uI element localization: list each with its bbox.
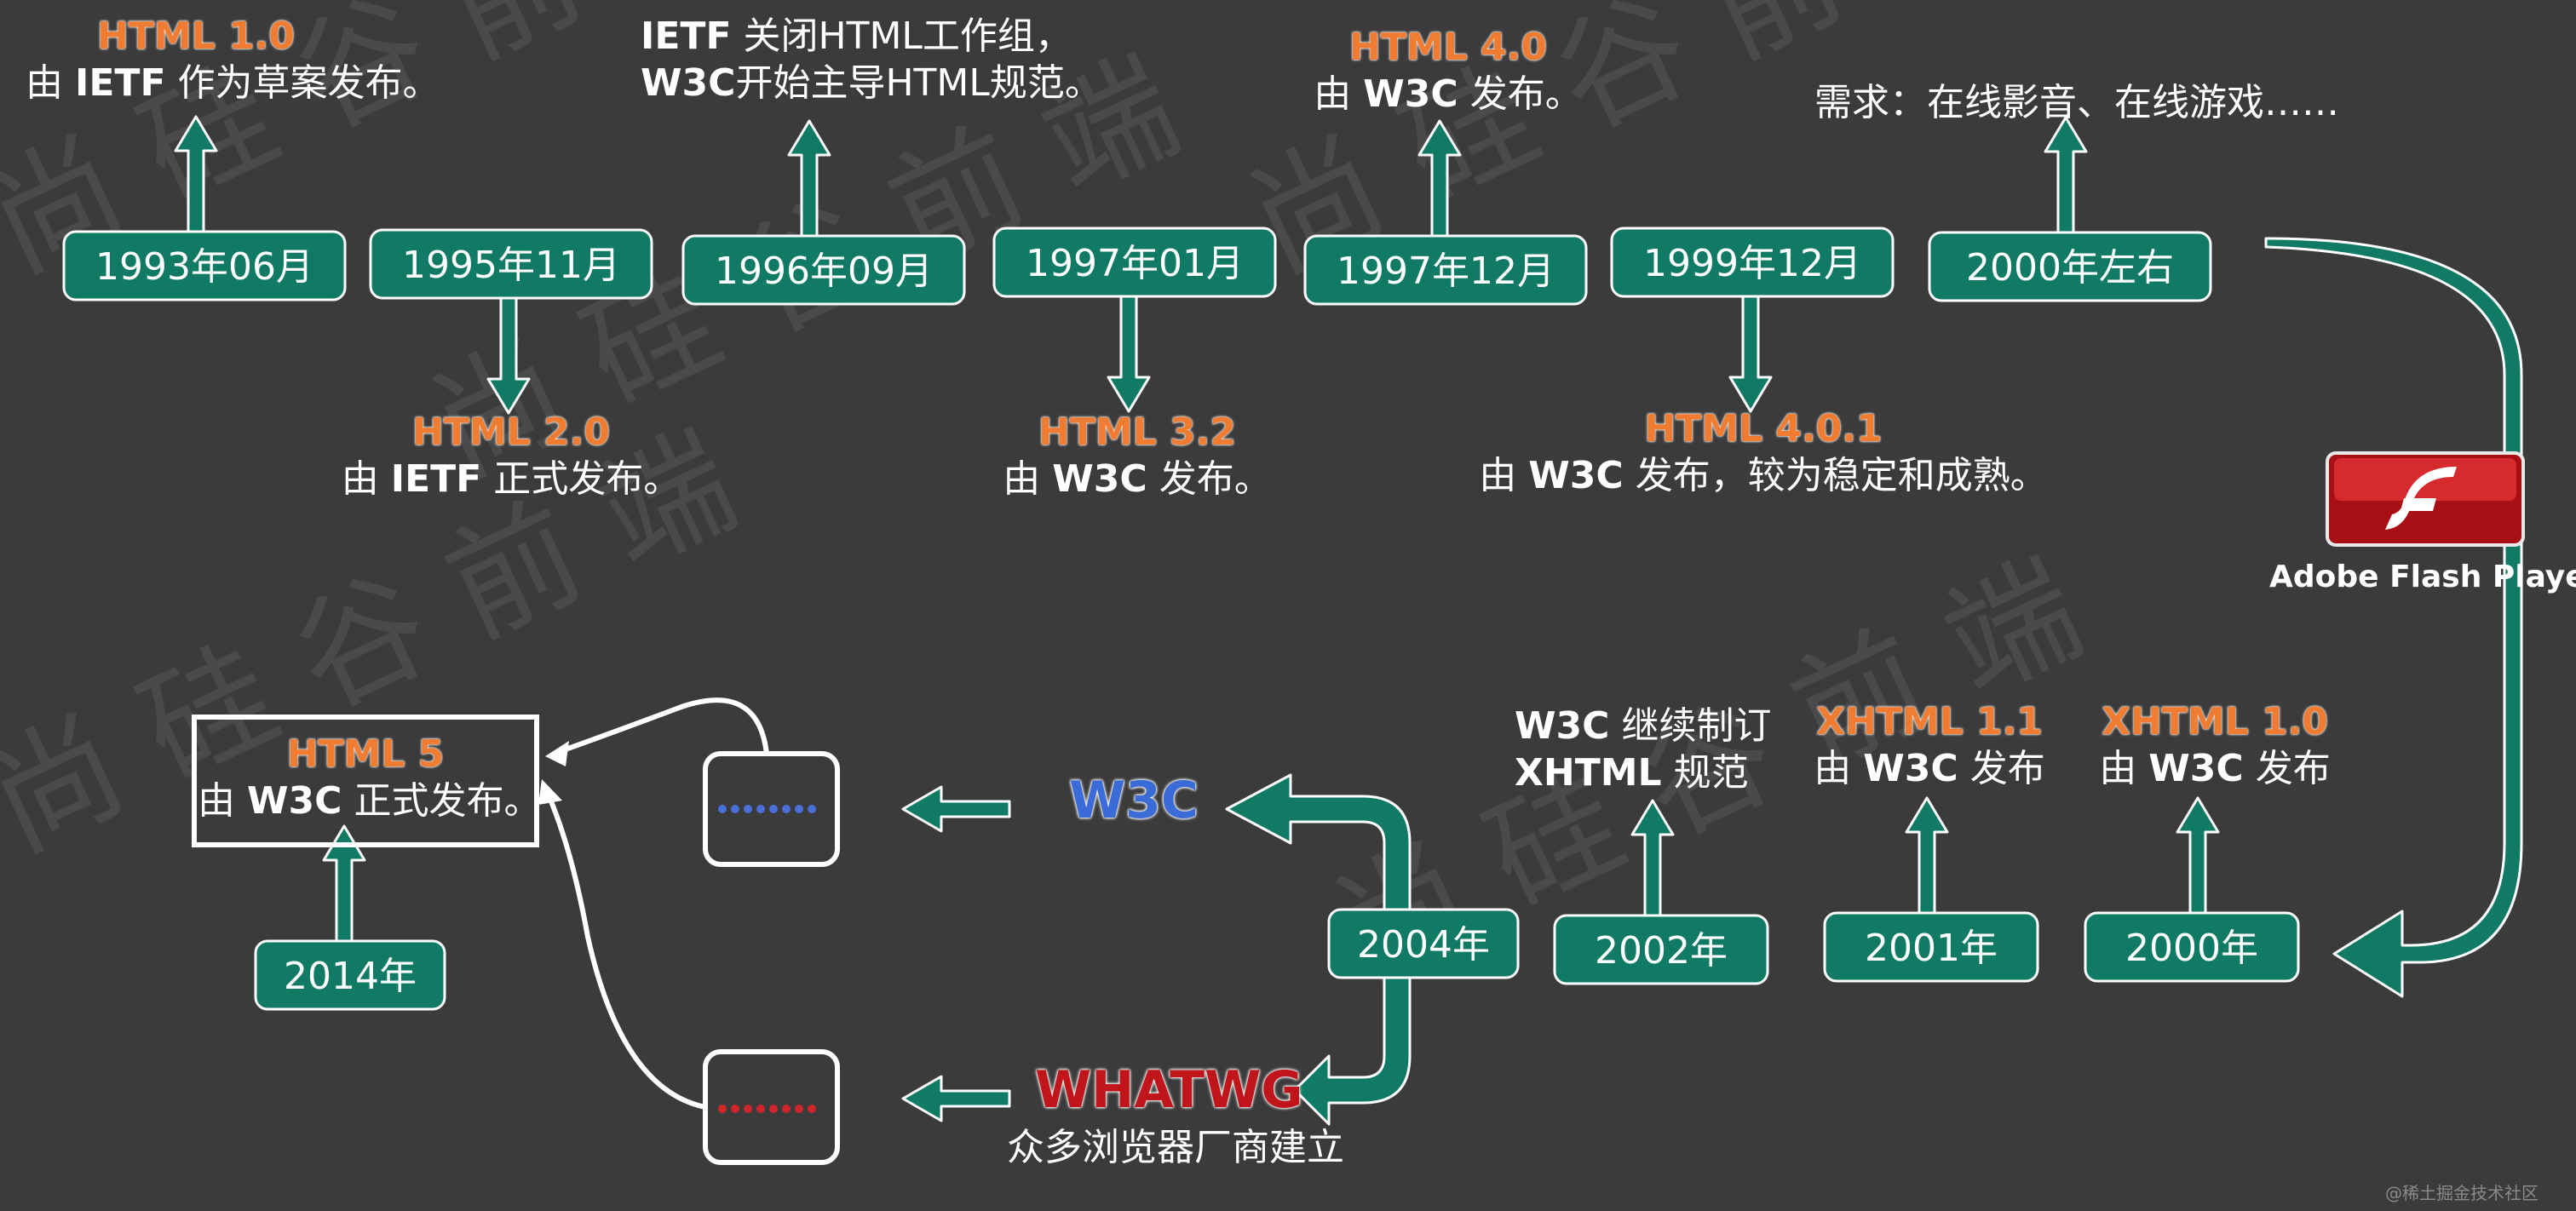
arrow-down-1999	[1728, 295, 1773, 413]
html5-text: HTML 5 由 W3C 正式发布。	[198, 732, 542, 823]
w3c-branch-label: W3C	[1069, 771, 1199, 830]
watermark-pattern: 尚 硅 谷 前 端 尚 硅 谷 前 端 尚 硅 谷 前 端 尚 硅 谷 前 端 …	[0, 0, 2102, 1007]
draft-box-whatwg	[703, 1049, 840, 1165]
html5-box	[192, 715, 539, 847]
flash-label: Adobe Flash Player	[2269, 560, 2576, 594]
corner-watermark: @稀土掘金技术社区	[2385, 1183, 2539, 1203]
branch-arrow-whatwg	[1293, 976, 1412, 1126]
arrow-left-w3c	[901, 785, 1011, 833]
date-label-1996: 1996年09月	[715, 250, 933, 293]
arrow-left-whatwg	[901, 1075, 1011, 1122]
date-label-2000-around: 2000年左右	[1966, 246, 2174, 290]
connector-w3c-to-html5	[552, 697, 769, 756]
date-label-2000: 2000年	[2125, 927, 2258, 970]
date-label-1997-01: 1997年01月	[1026, 242, 1244, 285]
connector-whatwg-to-html5	[543, 786, 706, 1110]
date-label-1997-12: 1997年12月	[1337, 250, 1555, 293]
branch-arrow-w3c	[1225, 773, 1412, 911]
date-label-1993: 1993年06月	[95, 245, 313, 289]
milestone-title: HTML 1.0	[97, 14, 295, 58]
date-label-1995: 1995年11月	[402, 244, 620, 287]
milestone-1997-12-text: HTML 4.0 由 W3C 发布。	[1314, 26, 1583, 116]
arrow-up-2000	[2176, 796, 2220, 915]
date-box-2004	[1327, 908, 1520, 979]
date-label-2014: 2014年	[284, 955, 417, 998]
right-curve-arrow	[2264, 237, 2523, 998]
milestone-1996-text: IETF 关闭HTML工作组， W3C开始主导HTML规范。	[641, 14, 1102, 105]
date-label-2001: 2001年	[1865, 927, 1998, 970]
bottom-date-boxes	[254, 908, 2300, 1011]
red-dots	[718, 1105, 816, 1113]
milestone-1995-text: HTML 2.0 由 IETF 正式发布。	[341, 410, 681, 501]
date-label-1999: 1999年12月	[1643, 242, 1861, 285]
milestone-1999-text: HTML 4.0.1 由 W3C 发布，较为稳定和成熟。	[1479, 407, 2048, 497]
flash-icon	[2326, 451, 2525, 547]
arrow-up-2001	[1905, 796, 1949, 915]
date-label-2004: 2004年	[1357, 923, 1490, 967]
arrow-down-1997-01	[1107, 295, 1151, 413]
top-date-boxes	[62, 227, 2212, 306]
arrow-up-2000-around	[2044, 116, 2088, 234]
milestone-2000-around-text: 需求：在线影音、在线游戏……	[1814, 81, 2339, 124]
whatwg-branch-label: WHATWG	[1035, 1060, 1303, 1120]
milestone-2001-text: XHTML 1.1 由 W3C 发布	[1814, 700, 2045, 790]
blue-dots	[718, 805, 816, 813]
date-box-1996	[681, 234, 966, 306]
draft-box-w3c	[703, 751, 840, 867]
date-label-2002: 2002年	[1595, 929, 1728, 973]
milestone-2000-text: XHTML 1.0 由 W3C 发布	[2099, 700, 2331, 790]
whatwg-desc: 众多浏览器厂商建立	[1007, 1126, 1344, 1169]
milestone-2002-text: W3C 继续制订 XHTML 规范	[1515, 704, 1772, 795]
milestone-1993-text: HTML 1.0 由 IETF 作为草案发布。	[26, 14, 440, 105]
milestone-1997-01-text: HTML 3.2 由 W3C 发布。	[1003, 410, 1272, 501]
